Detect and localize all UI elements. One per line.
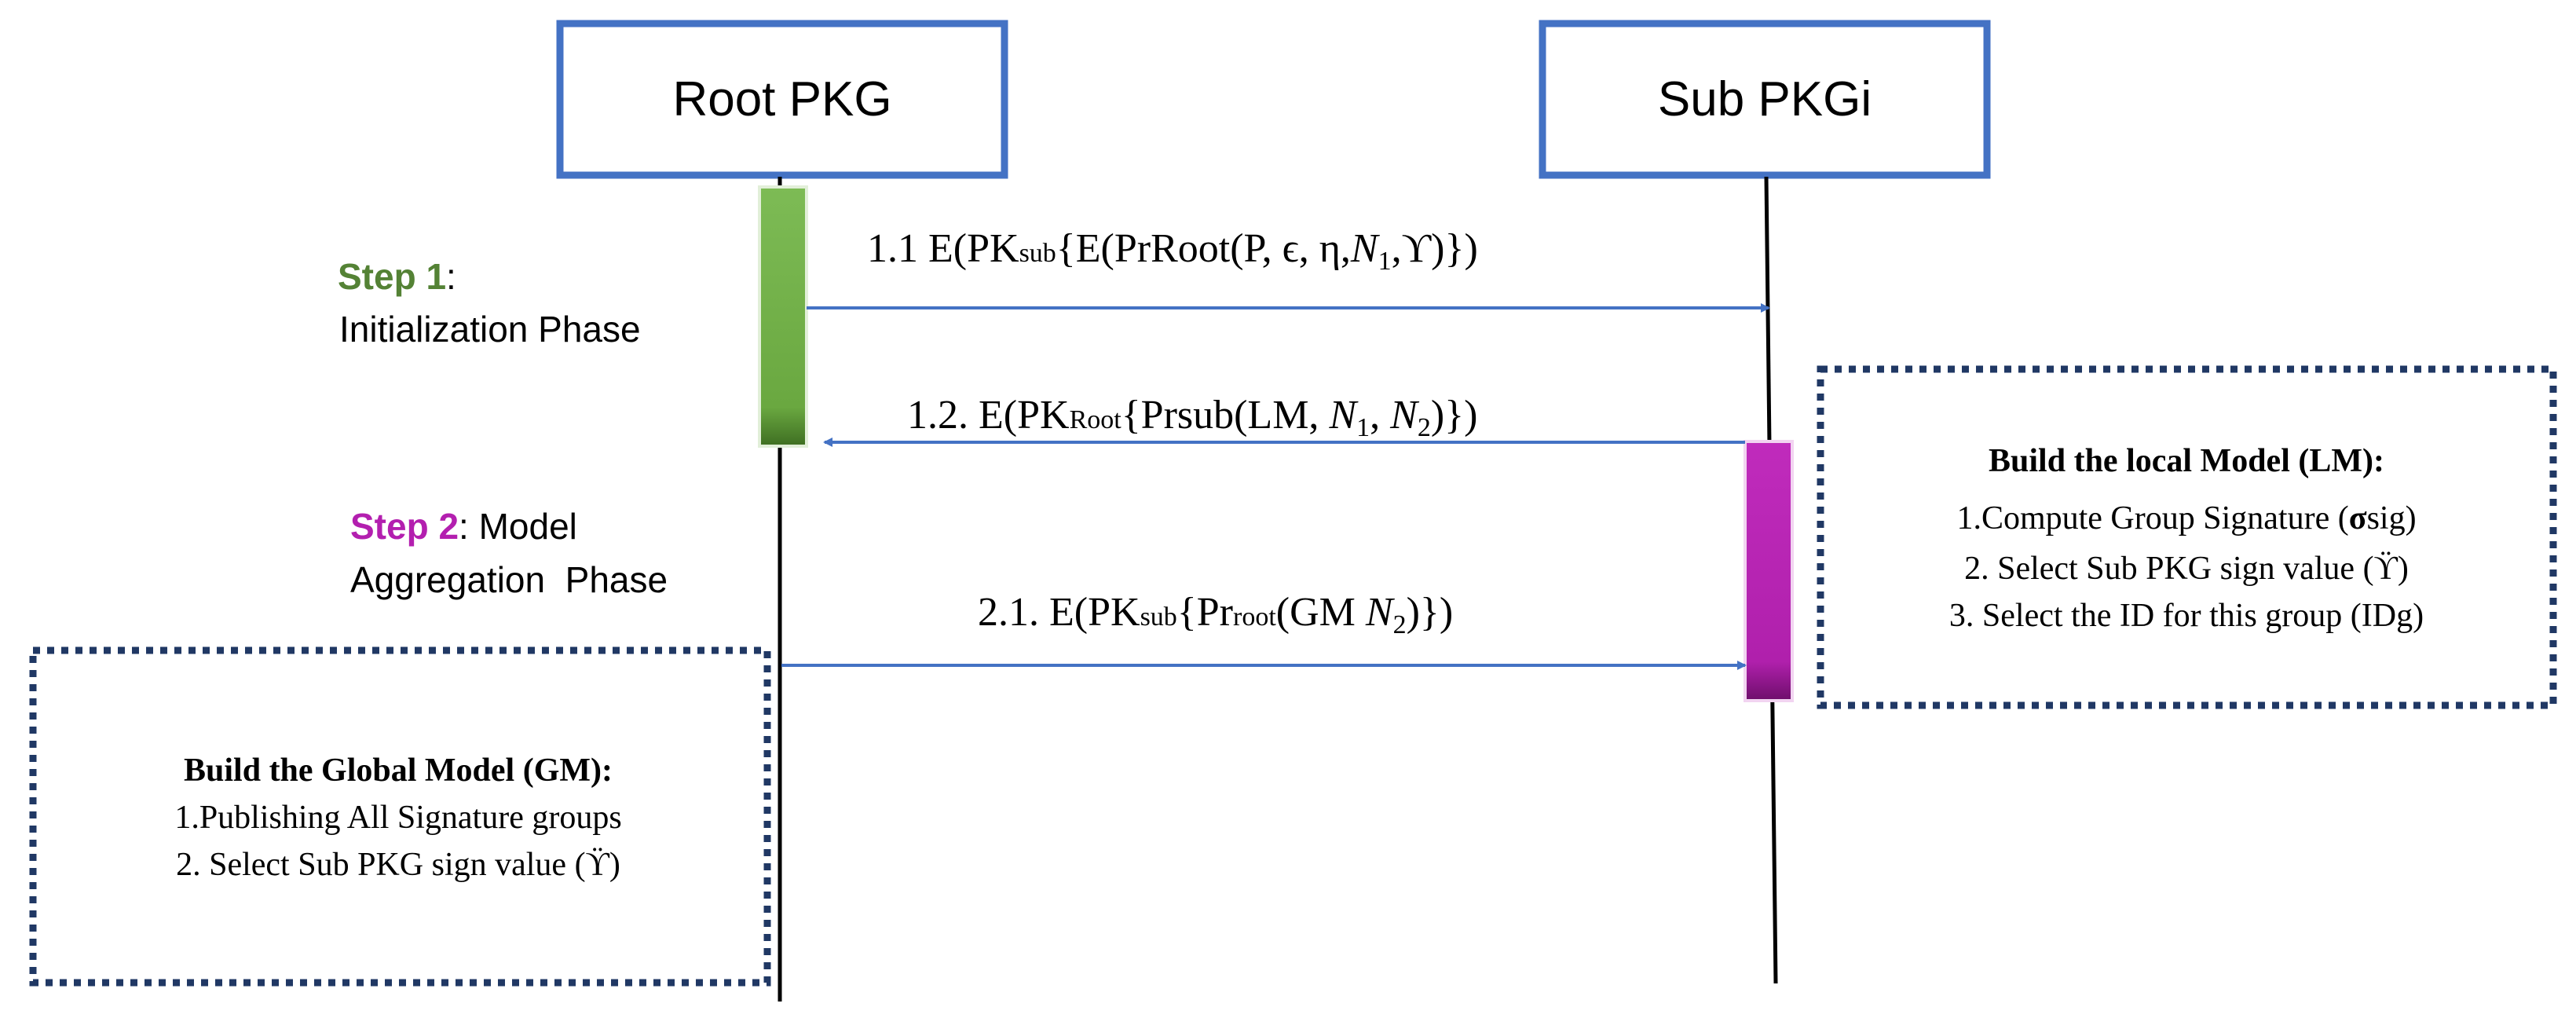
global-model-item-2: 2. Select Sub PKG sign value (ϔ) — [176, 847, 620, 883]
step1-heading: Step 1: — [338, 256, 456, 297]
actor-sub-box — [1539, 20, 1991, 179]
local-model-border — [1817, 365, 2557, 709]
actor-root-box — [556, 20, 1008, 179]
step2-phase: Aggregation Phase — [350, 559, 668, 600]
message-1-1-label: 1.1 E(PKsub{E(PrRoot(P, ϵ, η,N1,ϒ)}) — [867, 226, 1478, 276]
actor-root-label: Root PKG — [672, 72, 891, 126]
local-model-item-2: 2. Select Sub PKG sign value (ϔ) — [1964, 551, 2409, 587]
global-model-box: Build the Global Model (GM): 1.Publishin… — [29, 646, 771, 987]
local-model-title: Build the local Model (LM): — [1989, 443, 2384, 479]
actor-sub-label: Sub PKGi — [1658, 72, 1872, 126]
local-model-item-3: 3. Select the ID for this group (IDg) — [1949, 598, 2424, 634]
activation-bar-root — [758, 185, 808, 448]
global-model-item-1: 1.Publishing All Signature groups — [174, 800, 621, 836]
activation-bar-sub — [1744, 440, 1794, 702]
message-2-1-label: 2.1. E(PKsub{Prroot(GM N2)}) — [978, 590, 1453, 639]
step2-heading: Step 2: Model — [350, 506, 577, 547]
step2-title: Step 2 — [350, 506, 459, 547]
local-model-item-1: 1.Compute Group Signature (σsig) — [1956, 500, 2416, 536]
local-model-box: Build the local Model (LM): 1.Compute Gr… — [1817, 365, 2557, 709]
global-model-title: Build the Global Model (GM): — [184, 753, 613, 789]
step1-title: Step 1 — [338, 256, 446, 297]
global-model-border — [29, 646, 771, 987]
message-1-2-label: 1.2. E(PKRoot{Prsub(LM, N1, N2)}) — [907, 393, 1477, 442]
actor-root-pkg: Root PKG — [556, 20, 1008, 179]
step1-colon: : — [446, 256, 456, 297]
step2-suffix: : Model — [459, 506, 577, 547]
step1-phase: Initialization Phase — [339, 309, 641, 350]
actor-sub-pkg: Sub PKGi — [1539, 20, 1991, 179]
